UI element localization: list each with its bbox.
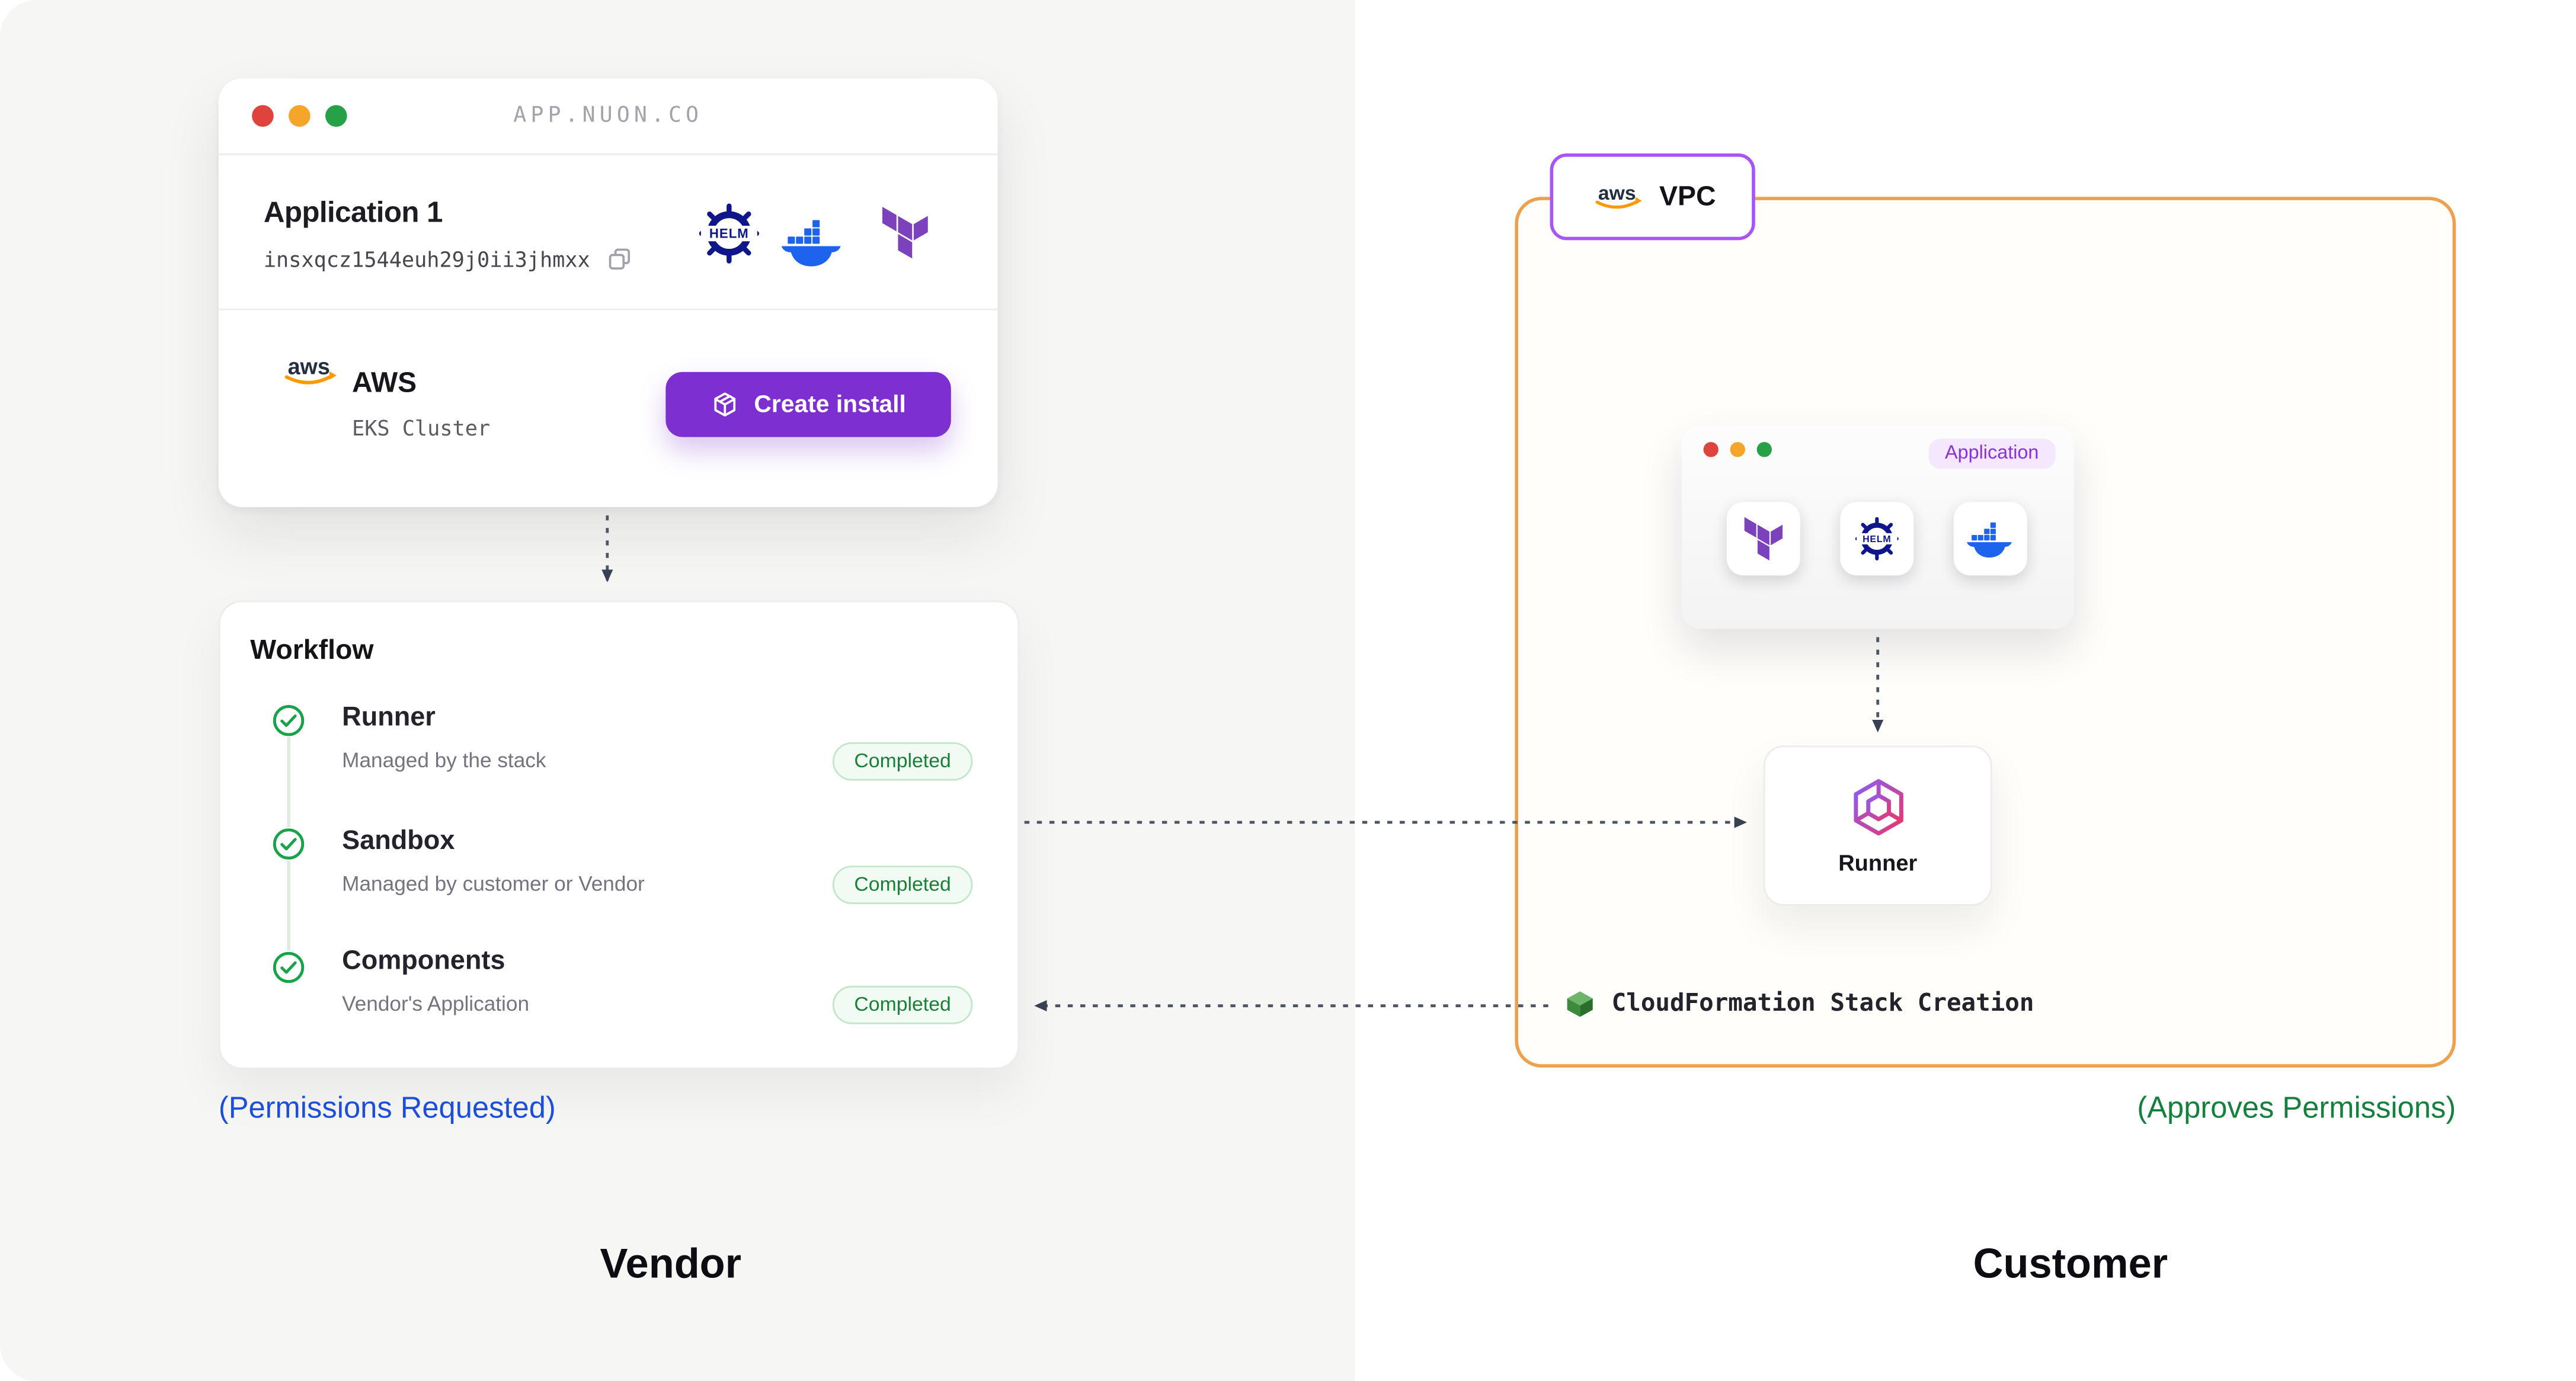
check-circle-icon — [270, 949, 307, 986]
helm-icon — [1855, 517, 1899, 560]
helm-icon — [699, 203, 759, 263]
aws-logo — [1589, 178, 1646, 216]
step-name-runner: Runner — [342, 704, 436, 732]
install-id: insxqcz1544euh29j0ii3jhmxx — [263, 246, 590, 272]
terraform-icon — [1742, 517, 1785, 560]
terraform-icon — [879, 207, 931, 258]
package-icon — [711, 390, 739, 419]
install-id-row: insxqcz1544euh29j0ii3jhmxx — [264, 247, 632, 272]
check-circle-icon — [270, 826, 307, 863]
application-name: Application 1 — [263, 195, 443, 229]
cloudformation-icon — [1565, 989, 1595, 1020]
permissions-requested-note: (Permissions Requested) — [218, 1091, 556, 1124]
step-description-components: Vendor's Application — [342, 992, 530, 1016]
step-description-runner: Managed by the stack — [342, 749, 546, 773]
workflow-card: Workflow Runner Managed by the stack Com… — [218, 600, 1020, 1069]
terraform-tile — [1726, 502, 1800, 576]
check-circle-icon — [270, 702, 307, 739]
application-badge: Application — [1928, 438, 2056, 469]
close-window-icon — [1703, 442, 1719, 457]
vpc-badge: VPC — [1550, 153, 1755, 241]
vpc-boundary — [1515, 197, 2456, 1068]
customer-label: Customer — [1973, 1241, 2168, 1288]
create-install-label: Create install — [754, 391, 906, 418]
minimize-window-icon — [289, 105, 311, 127]
nuon-runner-logo — [1846, 776, 1909, 839]
divider — [218, 308, 998, 310]
minimize-window-icon — [1730, 442, 1745, 457]
step-name-components: Components — [342, 947, 505, 976]
cloudformation-row: CloudFormation Stack Creation — [1565, 989, 2034, 1020]
aws-logo — [279, 350, 342, 393]
runner-label: Runner — [1838, 850, 1918, 876]
step-name-sandbox: Sandbox — [342, 827, 455, 856]
zoom-window-icon — [1756, 442, 1772, 457]
nuon-app-window: APP.NUON.CO Application 1 insxqcz1544euh… — [218, 78, 998, 507]
helm-tile — [1840, 502, 1914, 576]
application-card: Application — [1681, 425, 2074, 629]
status-badge-runner: Completed — [832, 742, 973, 781]
zoom-window-icon — [325, 105, 347, 127]
window-controls — [1703, 442, 1772, 457]
docker-icon — [779, 215, 846, 270]
docker-icon — [1966, 518, 2015, 559]
provider-name: AWS — [352, 367, 417, 399]
cluster-type: EKS Cluster — [352, 415, 491, 441]
vendor-label: Vendor — [600, 1241, 742, 1288]
close-window-icon — [252, 105, 274, 127]
workflow-title: Workflow — [250, 635, 374, 666]
status-badge-sandbox: Completed — [832, 866, 973, 904]
vpc-label: VPC — [1659, 181, 1716, 212]
approves-permissions-note: (Approves Permissions) — [2137, 1091, 2456, 1124]
window-titlebar: APP.NUON.CO — [218, 78, 998, 155]
docker-tile — [1953, 502, 2027, 576]
step-description-sandbox: Managed by customer or Vendor — [342, 872, 645, 896]
cloudformation-label: CloudFormation Stack Creation — [1611, 991, 2034, 1018]
create-install-button[interactable]: Create install — [665, 371, 951, 437]
copy-icon[interactable] — [607, 247, 632, 272]
runner-card: Runner — [1763, 745, 1992, 906]
address-url: APP.NUON.CO — [513, 103, 703, 129]
window-controls — [252, 105, 347, 127]
status-badge-components: Completed — [832, 985, 973, 1024]
